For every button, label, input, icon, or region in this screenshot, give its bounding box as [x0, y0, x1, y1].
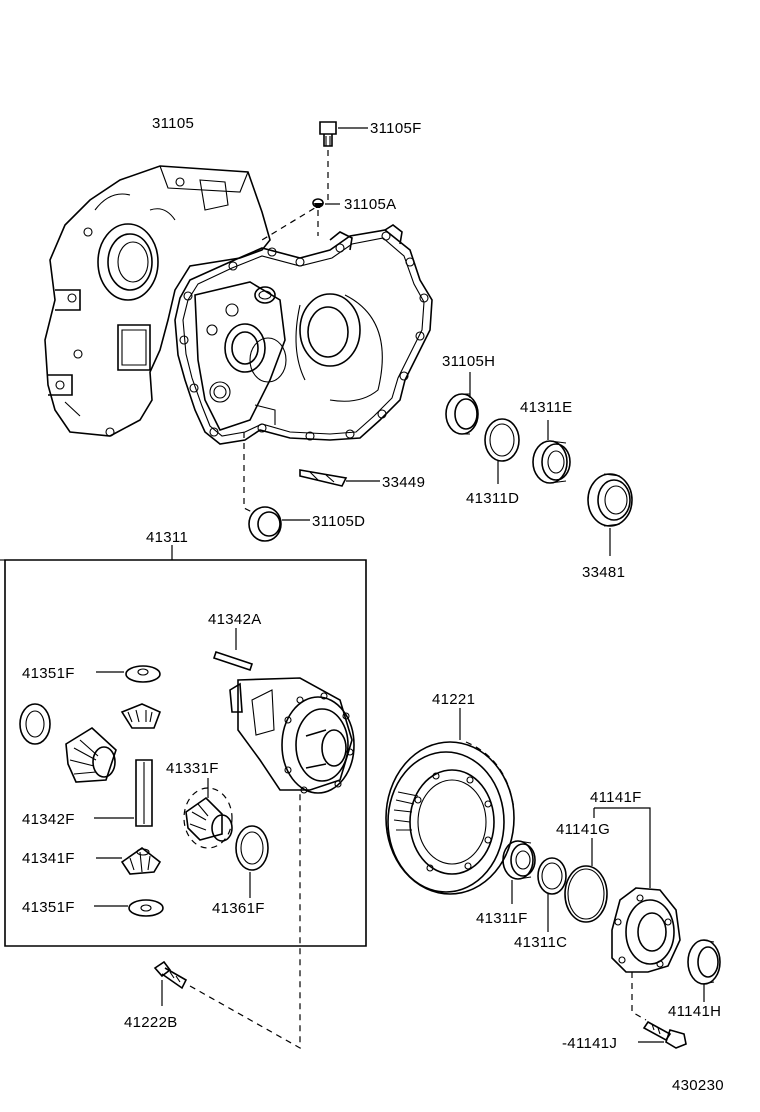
- shaft-41342F-drawing: [135, 759, 153, 827]
- oring-41141G-drawing: [564, 865, 608, 923]
- label-41331F: 41331F: [166, 760, 219, 777]
- label-41141G: 41141G: [556, 821, 610, 838]
- seal-41141H-drawing: [687, 939, 721, 985]
- ring-gear-41221-drawing: [385, 741, 515, 895]
- label-41351F-bottom: 41351F: [22, 899, 75, 916]
- label-33449: 33449: [382, 474, 425, 491]
- transaxle-case-drawing: [44, 165, 433, 445]
- seal-31105H-drawing: [445, 393, 479, 435]
- pinion-gear-top-drawing: [120, 703, 162, 729]
- differential-case-drawing: [229, 677, 355, 794]
- label-41342A: 41342A: [208, 611, 262, 628]
- label-41141J: -41141J: [562, 1035, 617, 1052]
- label-41311C: 41311C: [514, 934, 567, 951]
- washer-41361F-drawing: [235, 825, 269, 871]
- magnet-33449-drawing: [299, 469, 348, 487]
- plug-31105A-drawing: [312, 198, 324, 208]
- label-41141F: 41141F: [590, 789, 642, 806]
- bolt-31105F-drawing: [319, 121, 337, 147]
- label-41311D: 41311D: [466, 490, 519, 507]
- figure-id: 430230: [672, 1077, 724, 1094]
- label-31105: 31105: [152, 115, 194, 132]
- bolt-41222B-drawing: [153, 960, 188, 990]
- seal-31105D-drawing: [248, 506, 282, 542]
- case-bolt-holes: [179, 231, 429, 441]
- shim-41311D-drawing: [484, 418, 520, 462]
- label-31105A: 31105A: [344, 196, 396, 213]
- label-41221: 41221: [432, 691, 475, 708]
- seal-33481-drawing: [587, 473, 633, 527]
- shim-41311C-drawing: [537, 857, 567, 895]
- label-41141J-text: 41141J: [567, 1035, 617, 1052]
- label-41311: 41311: [146, 529, 188, 546]
- label-41342F: 41342F: [22, 811, 75, 828]
- label-41361F: 41361F: [212, 900, 265, 917]
- bearing-41311F-drawing: [502, 840, 536, 880]
- differential-assembly-box: [0, 559, 367, 947]
- label-31105H: 31105H: [442, 353, 495, 370]
- label-41222B: 41222B: [124, 1014, 178, 1031]
- washer-41351F-bottom-drawing: [128, 899, 164, 917]
- side-gear-41341F-drawing: [120, 847, 162, 875]
- label-41311F: 41311F: [476, 910, 528, 927]
- label-41351F-top: 41351F: [22, 665, 75, 682]
- label-31105D: 31105D: [312, 513, 365, 530]
- pinion-41331F-drawing: [183, 787, 233, 849]
- bolt-41141J-drawing: [642, 1020, 687, 1049]
- retainer-41141F-drawing: [611, 887, 681, 973]
- washer-41351F-top-drawing: [125, 665, 161, 683]
- label-33481: 33481: [582, 564, 625, 581]
- pinion-gear-left-drawing: [65, 727, 117, 783]
- label-41341F: 41341F: [22, 850, 75, 867]
- label-41141H: 41141H: [668, 1003, 721, 1020]
- thrust-washer-left-drawing: [19, 703, 51, 745]
- pin-41342A-drawing: [212, 650, 254, 672]
- bearing-41311E-drawing: [532, 440, 571, 484]
- label-41311E: 41311E: [520, 399, 572, 416]
- label-31105F: 31105F: [370, 120, 422, 137]
